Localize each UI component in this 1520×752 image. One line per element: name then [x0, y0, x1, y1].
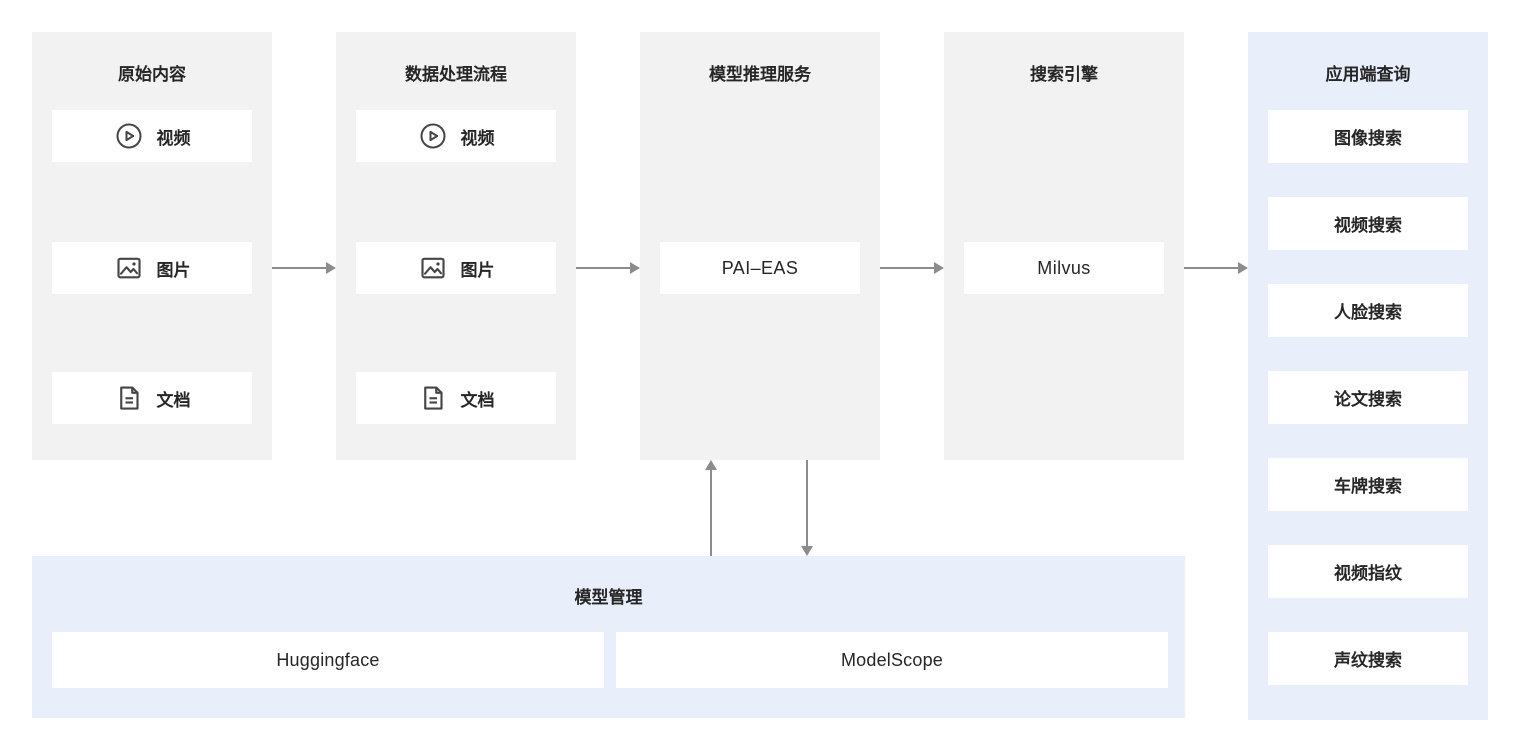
column-title: 模型推理服务: [709, 65, 811, 84]
document-icon: [114, 383, 144, 413]
play-circle-icon: [418, 121, 448, 151]
card-pai-eas: PAI–EAS: [660, 242, 860, 294]
column-title: 应用端查询: [1325, 65, 1411, 84]
card-label: 文档: [460, 390, 495, 410]
arrow-search-to-query: [1184, 262, 1248, 274]
card-paper-search: 论文搜索: [1268, 371, 1468, 424]
card-image: 图片: [356, 242, 556, 294]
card-video-search: 视频搜索: [1268, 197, 1468, 250]
card-label: 文档: [156, 390, 191, 410]
card-document: 文档: [52, 372, 252, 424]
image-icon: [418, 253, 448, 283]
card-label: 视频: [156, 128, 191, 148]
card-face-search: 人脸搜索: [1268, 284, 1468, 337]
card-label: 论文搜索: [1334, 390, 1402, 409]
card-voiceprint-search: 声纹搜索: [1268, 632, 1468, 685]
card-label: 视频指纹: [1334, 564, 1402, 583]
card-label: 图片: [156, 260, 191, 280]
card-label: 视频: [460, 128, 495, 148]
arrow-management-to-inference-up: [705, 460, 717, 556]
column-search-engine: 搜索引擎 Milvus: [944, 32, 1184, 460]
card-label: 图像搜索: [1334, 129, 1402, 148]
card-label: 声纹搜索: [1334, 651, 1402, 670]
card-license-plate-search: 车牌搜索: [1268, 458, 1468, 511]
card-video-fingerprint: 视频指纹: [1268, 545, 1468, 598]
arrow-inference-to-management-down: [801, 460, 813, 556]
panel-title: 模型管理: [574, 588, 643, 607]
panel-model-management: 模型管理 Huggingface ModelScope: [32, 556, 1185, 718]
card-image: 图片: [52, 242, 252, 294]
arrow-original-to-processing: [272, 262, 336, 274]
card-document: 文档: [356, 372, 556, 424]
card-label: Huggingface: [276, 649, 380, 670]
column-title: 原始内容: [118, 65, 186, 84]
play-circle-icon: [114, 121, 144, 151]
card-video: 视频: [52, 110, 252, 162]
card-label: Milvus: [1037, 257, 1091, 278]
column-original-content: 原始内容 视频 图片 文档: [32, 32, 272, 460]
card-image-search: 图像搜索: [1268, 110, 1468, 163]
card-video: 视频: [356, 110, 556, 162]
card-label: 人脸搜索: [1334, 303, 1402, 322]
card-label: ModelScope: [840, 649, 944, 670]
card-label: 车牌搜索: [1334, 477, 1402, 496]
column-model-inference: 模型推理服务 PAI–EAS: [640, 32, 880, 460]
card-label: 图片: [460, 260, 495, 280]
card-modelscope: ModelScope: [616, 632, 1168, 688]
arrow-inference-to-search: [880, 262, 944, 274]
image-icon: [114, 253, 144, 283]
card-label: 视频搜索: [1334, 216, 1402, 235]
column-title: 搜索引擎: [1030, 65, 1098, 84]
card-milvus: Milvus: [964, 242, 1164, 294]
arrow-processing-to-inference: [576, 262, 640, 274]
card-huggingface: Huggingface: [52, 632, 604, 688]
column-title: 数据处理流程: [405, 65, 507, 84]
card-label: PAI–EAS: [721, 257, 799, 278]
column-data-processing: 数据处理流程 视频 图片 文档: [336, 32, 576, 460]
document-icon: [418, 383, 448, 413]
column-application-query: 应用端查询 图像搜索 视频搜索 人脸搜索 论文搜索 车牌搜索 视频指纹 声纹搜索: [1248, 32, 1488, 720]
